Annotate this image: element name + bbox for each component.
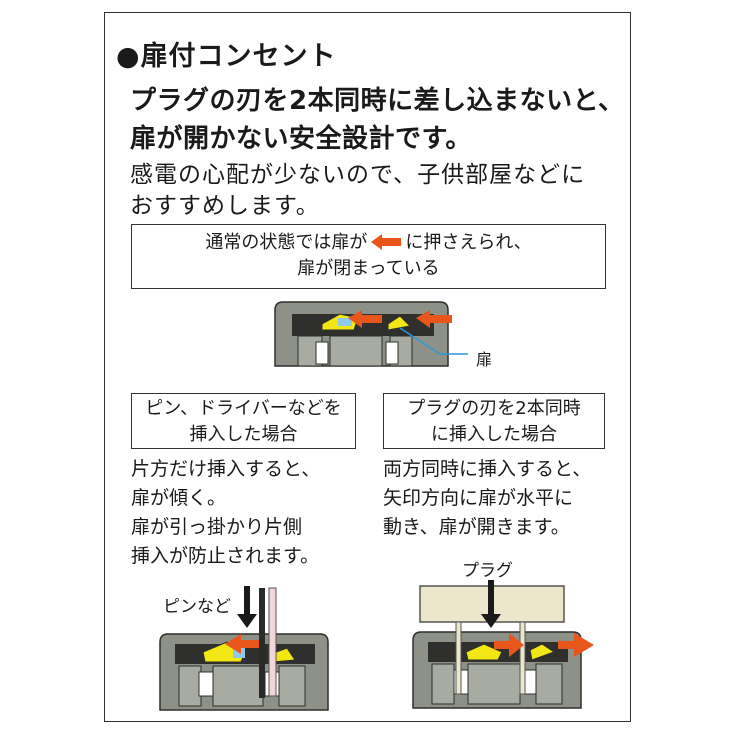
pin-caption-line-2: 挿入した場合 — [189, 424, 298, 445]
pin-text-line-4: 挿入が防止されます。 — [131, 545, 320, 567]
description-line-1: 感電の心配が少ないので、子供部屋などに — [130, 162, 586, 188]
pin-caption-line-1: ピン、ドライバーなどを — [145, 398, 342, 419]
normal-caption-text-2: に押さえられ、 — [405, 232, 532, 253]
left-arrow-icon — [371, 234, 402, 250]
normal-state-caption: 通常の状態では扉が に押さえられ、 扉が閉まっている — [131, 224, 606, 289]
outlet-closed-diagram — [274, 301, 468, 367]
pin-case-caption: ピン、ドライバーなどを 挿入した場合 — [131, 393, 356, 449]
normal-caption-text-1: 通常の状態では扉が — [205, 232, 368, 253]
normal-caption-text-3: 扉が閉まっている — [297, 258, 440, 279]
lead-line-1: プラグの刃を2本同時に差し込まないと、 — [130, 86, 625, 116]
pin-text-line-1: 片方だけ挿入すると、 — [131, 458, 321, 480]
outlet-pin-diagram — [159, 586, 329, 711]
plug-text-line-3: 動き、扉が開きます。 — [383, 516, 570, 538]
plug-label: プラグ — [462, 561, 513, 581]
plug-caption-line-2: に挿入した場合 — [431, 424, 557, 445]
outer-frame — [104, 12, 631, 722]
page-title: ●扉付コンセント — [116, 41, 337, 72]
pin-text-line-2: 扉が傾く。 — [131, 487, 227, 509]
pin-label: ピンなど — [163, 597, 231, 617]
plug-case-caption: プラグの刃を2本同時 に挿入した場合 — [383, 393, 605, 449]
plug-text-line-1: 両方同時に挿入すると、 — [383, 458, 592, 480]
plug-caption-line-1: プラグの刃を2本同時 — [407, 398, 581, 419]
plug-text-line-2: 矢印方向に扉が水平に — [383, 487, 574, 509]
plug-case-text: 両方同時に挿入すると、 矢印方向に扉が水平に 動き、扉が開きます。 — [383, 455, 591, 542]
pin-case-text: 片方だけ挿入すると、 扉が傾く。 扉が引っ掛かり片側 挿入が防止されます。 — [131, 455, 320, 571]
description-line-2: おすすめします。 — [130, 193, 320, 219]
door-label: 扉 — [476, 350, 493, 369]
outlet-plug-diagram — [412, 580, 594, 709]
pin-text-line-3: 扉が引っ掛かり片側 — [131, 516, 303, 538]
lead-line-2: 扉が開かない安全設計です。 — [130, 124, 472, 154]
